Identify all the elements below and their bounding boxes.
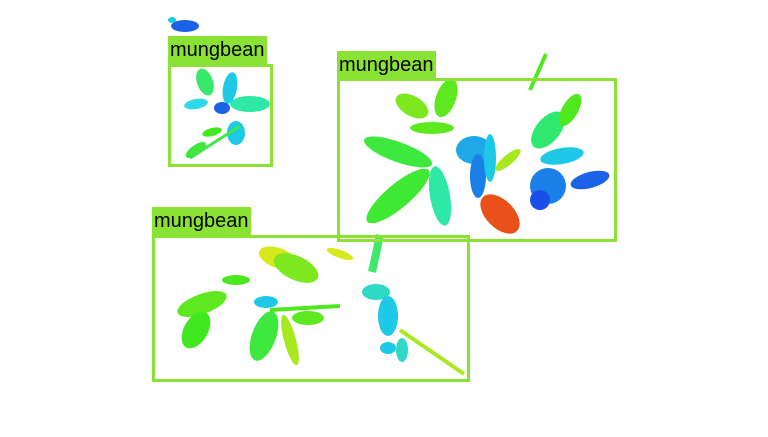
detection-label: mungbean xyxy=(152,207,251,235)
plant-bottom xyxy=(177,246,466,376)
detection-box xyxy=(168,64,273,167)
plant-right xyxy=(363,53,610,273)
detection-box xyxy=(337,78,617,242)
detection-label: mungbean xyxy=(337,51,436,79)
detection-box xyxy=(152,235,470,382)
stray-blob xyxy=(168,17,199,32)
plant-small xyxy=(184,68,270,160)
detection-label: mungbean xyxy=(168,36,267,64)
